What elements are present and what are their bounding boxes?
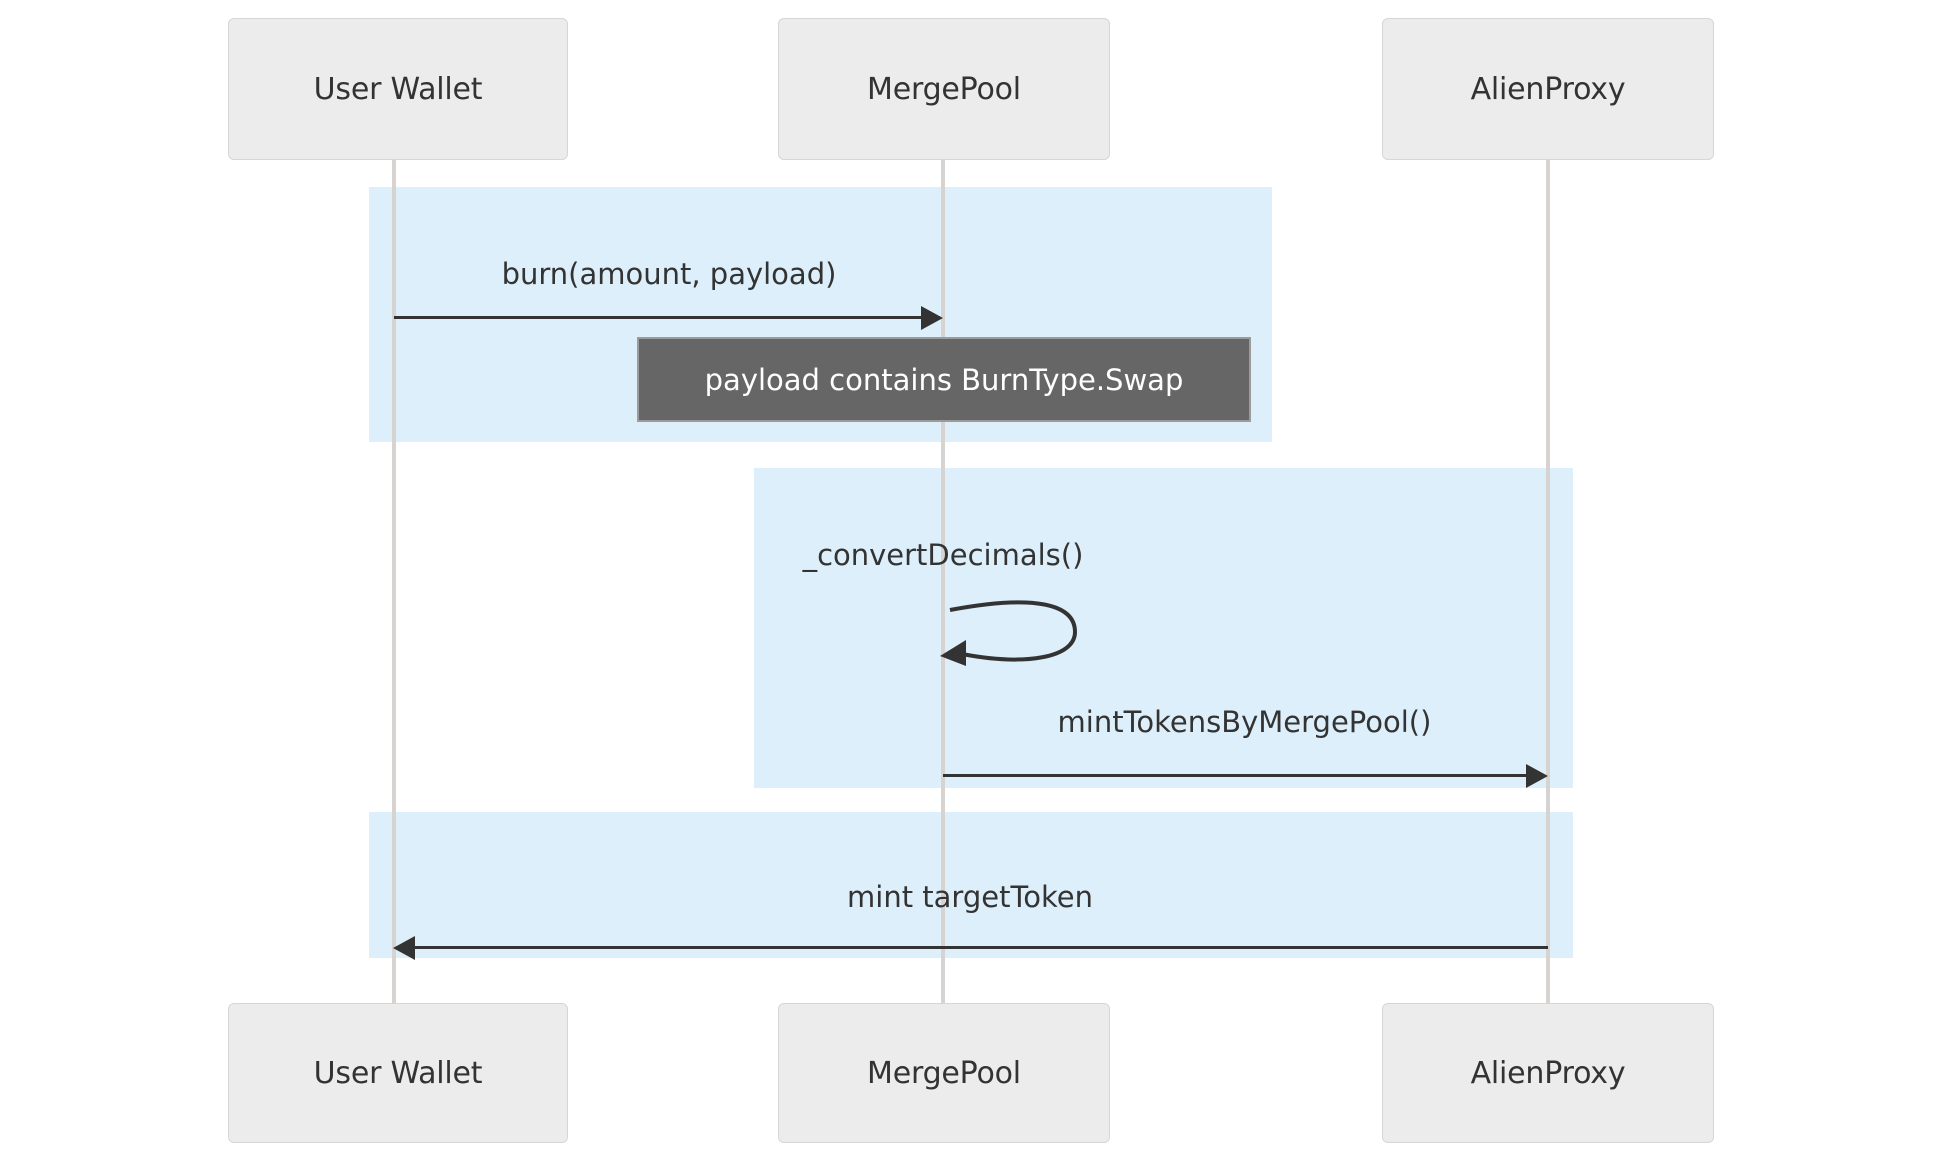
participant-label-user-wallet: User Wallet bbox=[313, 71, 483, 107]
message-label-convert-decimals: _convertDecimals() bbox=[802, 538, 1084, 572]
participant-label-mergepool: MergePool bbox=[867, 71, 1021, 107]
lifeline-user-wallet bbox=[392, 160, 396, 1006]
participant-box-top-mergepool[interactable]: MergePool bbox=[778, 18, 1110, 160]
message-line-mint-tokens-by-mergepool bbox=[943, 774, 1527, 777]
participant-box-bottom-mergepool[interactable]: MergePool bbox=[778, 1003, 1110, 1143]
message-arrowhead-burn bbox=[921, 306, 943, 330]
participant-label-bottom-user-wallet: User Wallet bbox=[313, 1055, 483, 1091]
activation-band-2 bbox=[754, 468, 1573, 788]
participant-label-bottom-mergepool: MergePool bbox=[867, 1055, 1021, 1091]
self-loop-convert-decimals bbox=[940, 600, 1078, 666]
message-arrowhead-mint-tokens-by-mergepool bbox=[1526, 764, 1548, 788]
message-label-mint-target-token: mint targetToken bbox=[847, 880, 1093, 914]
message-label-mint-tokens-by-mergepool: mintTokensByMergePool() bbox=[1057, 705, 1432, 739]
lifeline-mergepool bbox=[941, 160, 945, 1006]
activation-band-3 bbox=[369, 812, 1573, 958]
message-label-burn: burn(amount, payload) bbox=[501, 257, 837, 291]
participant-label-bottom-alienproxy: AlienProxy bbox=[1470, 1055, 1626, 1091]
participant-box-top-user-wallet[interactable]: User Wallet bbox=[228, 18, 568, 160]
message-arrowhead-mint-target-token bbox=[393, 936, 415, 960]
note-payload-note: payload contains BurnType.Swap bbox=[637, 337, 1251, 422]
participant-label-alienproxy: AlienProxy bbox=[1470, 71, 1626, 107]
participant-box-top-alienproxy[interactable]: AlienProxy bbox=[1382, 18, 1714, 160]
message-line-burn bbox=[394, 316, 922, 319]
participant-box-bottom-user-wallet[interactable]: User Wallet bbox=[228, 1003, 568, 1143]
lifeline-alienproxy bbox=[1546, 160, 1550, 1006]
note-text-payload-note: payload contains BurnType.Swap bbox=[704, 362, 1184, 397]
participant-box-bottom-alienproxy[interactable]: AlienProxy bbox=[1382, 1003, 1714, 1143]
message-line-mint-target-token bbox=[412, 946, 1548, 949]
